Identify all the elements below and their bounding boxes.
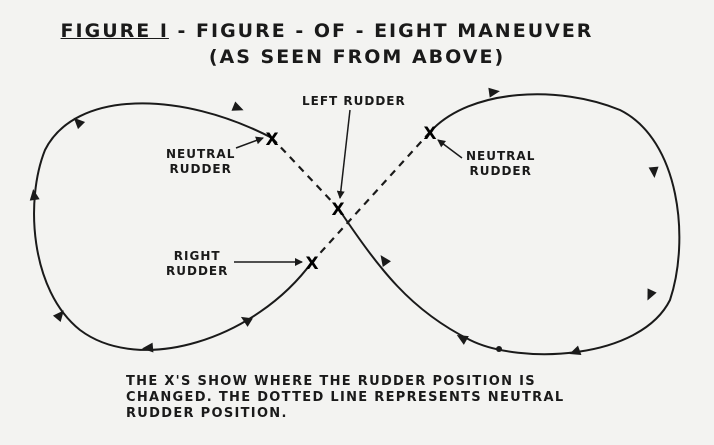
direction-arrow-8 [648, 166, 659, 178]
direction-arrow-11 [456, 335, 469, 345]
title-line-1: FIGURE I - FIGURE - OF - EIGHT MANEUVER [0, 18, 684, 44]
left-rudder-label: LEFT RUDDER [302, 94, 406, 108]
neutral-right-pointer [437, 139, 463, 159]
figure-title: FIGURE I - FIGURE - OF - EIGHT MANEUVER … [0, 18, 714, 70]
neutral-dashed-right [311, 131, 431, 263]
direction-arrow-10 [569, 345, 582, 355]
x-mark-neutral-left: X [265, 130, 278, 150]
direction-arrow-1 [231, 101, 244, 111]
x-mark-left-rudder: X [331, 200, 344, 220]
right-loop-path [337, 93, 681, 356]
direction-arrow-5 [142, 342, 154, 353]
direction-arrow-7 [488, 87, 500, 98]
direction-arrow-6 [240, 316, 253, 327]
neutral-dashed-left [271, 137, 339, 209]
direction-arrow-4 [52, 310, 64, 323]
title-text: - FIGURE - OF - EIGHT MANEUVER [168, 20, 594, 42]
left-loop-path [33, 102, 313, 351]
right-rudder-label: RIGHT RUDDER [166, 249, 229, 278]
title-line-2: (AS SEEN FROM ABOVE) [208, 46, 506, 68]
neutral-rudder-left-label: NEUTRAL RUDDER [166, 147, 236, 176]
neutral-rudder-right-label: NEUTRAL RUDDER [466, 149, 536, 178]
x-mark-neutral-right: X [423, 124, 436, 144]
figure-caption: THE X'S SHOW WHERE THE RUDDER POSITION I… [126, 374, 565, 421]
neutral-left-pointer [235, 136, 264, 149]
figure-number: FIGURE I [60, 20, 169, 42]
left-rudder-pointer [336, 109, 351, 199]
x-mark-right-rudder: X [305, 254, 318, 274]
direction-arrow-2 [73, 117, 86, 130]
position-dot [496, 346, 502, 352]
direction-arrow-12 [380, 255, 391, 267]
direction-arrow-9 [647, 288, 657, 301]
direction-arrow-3 [29, 189, 40, 201]
